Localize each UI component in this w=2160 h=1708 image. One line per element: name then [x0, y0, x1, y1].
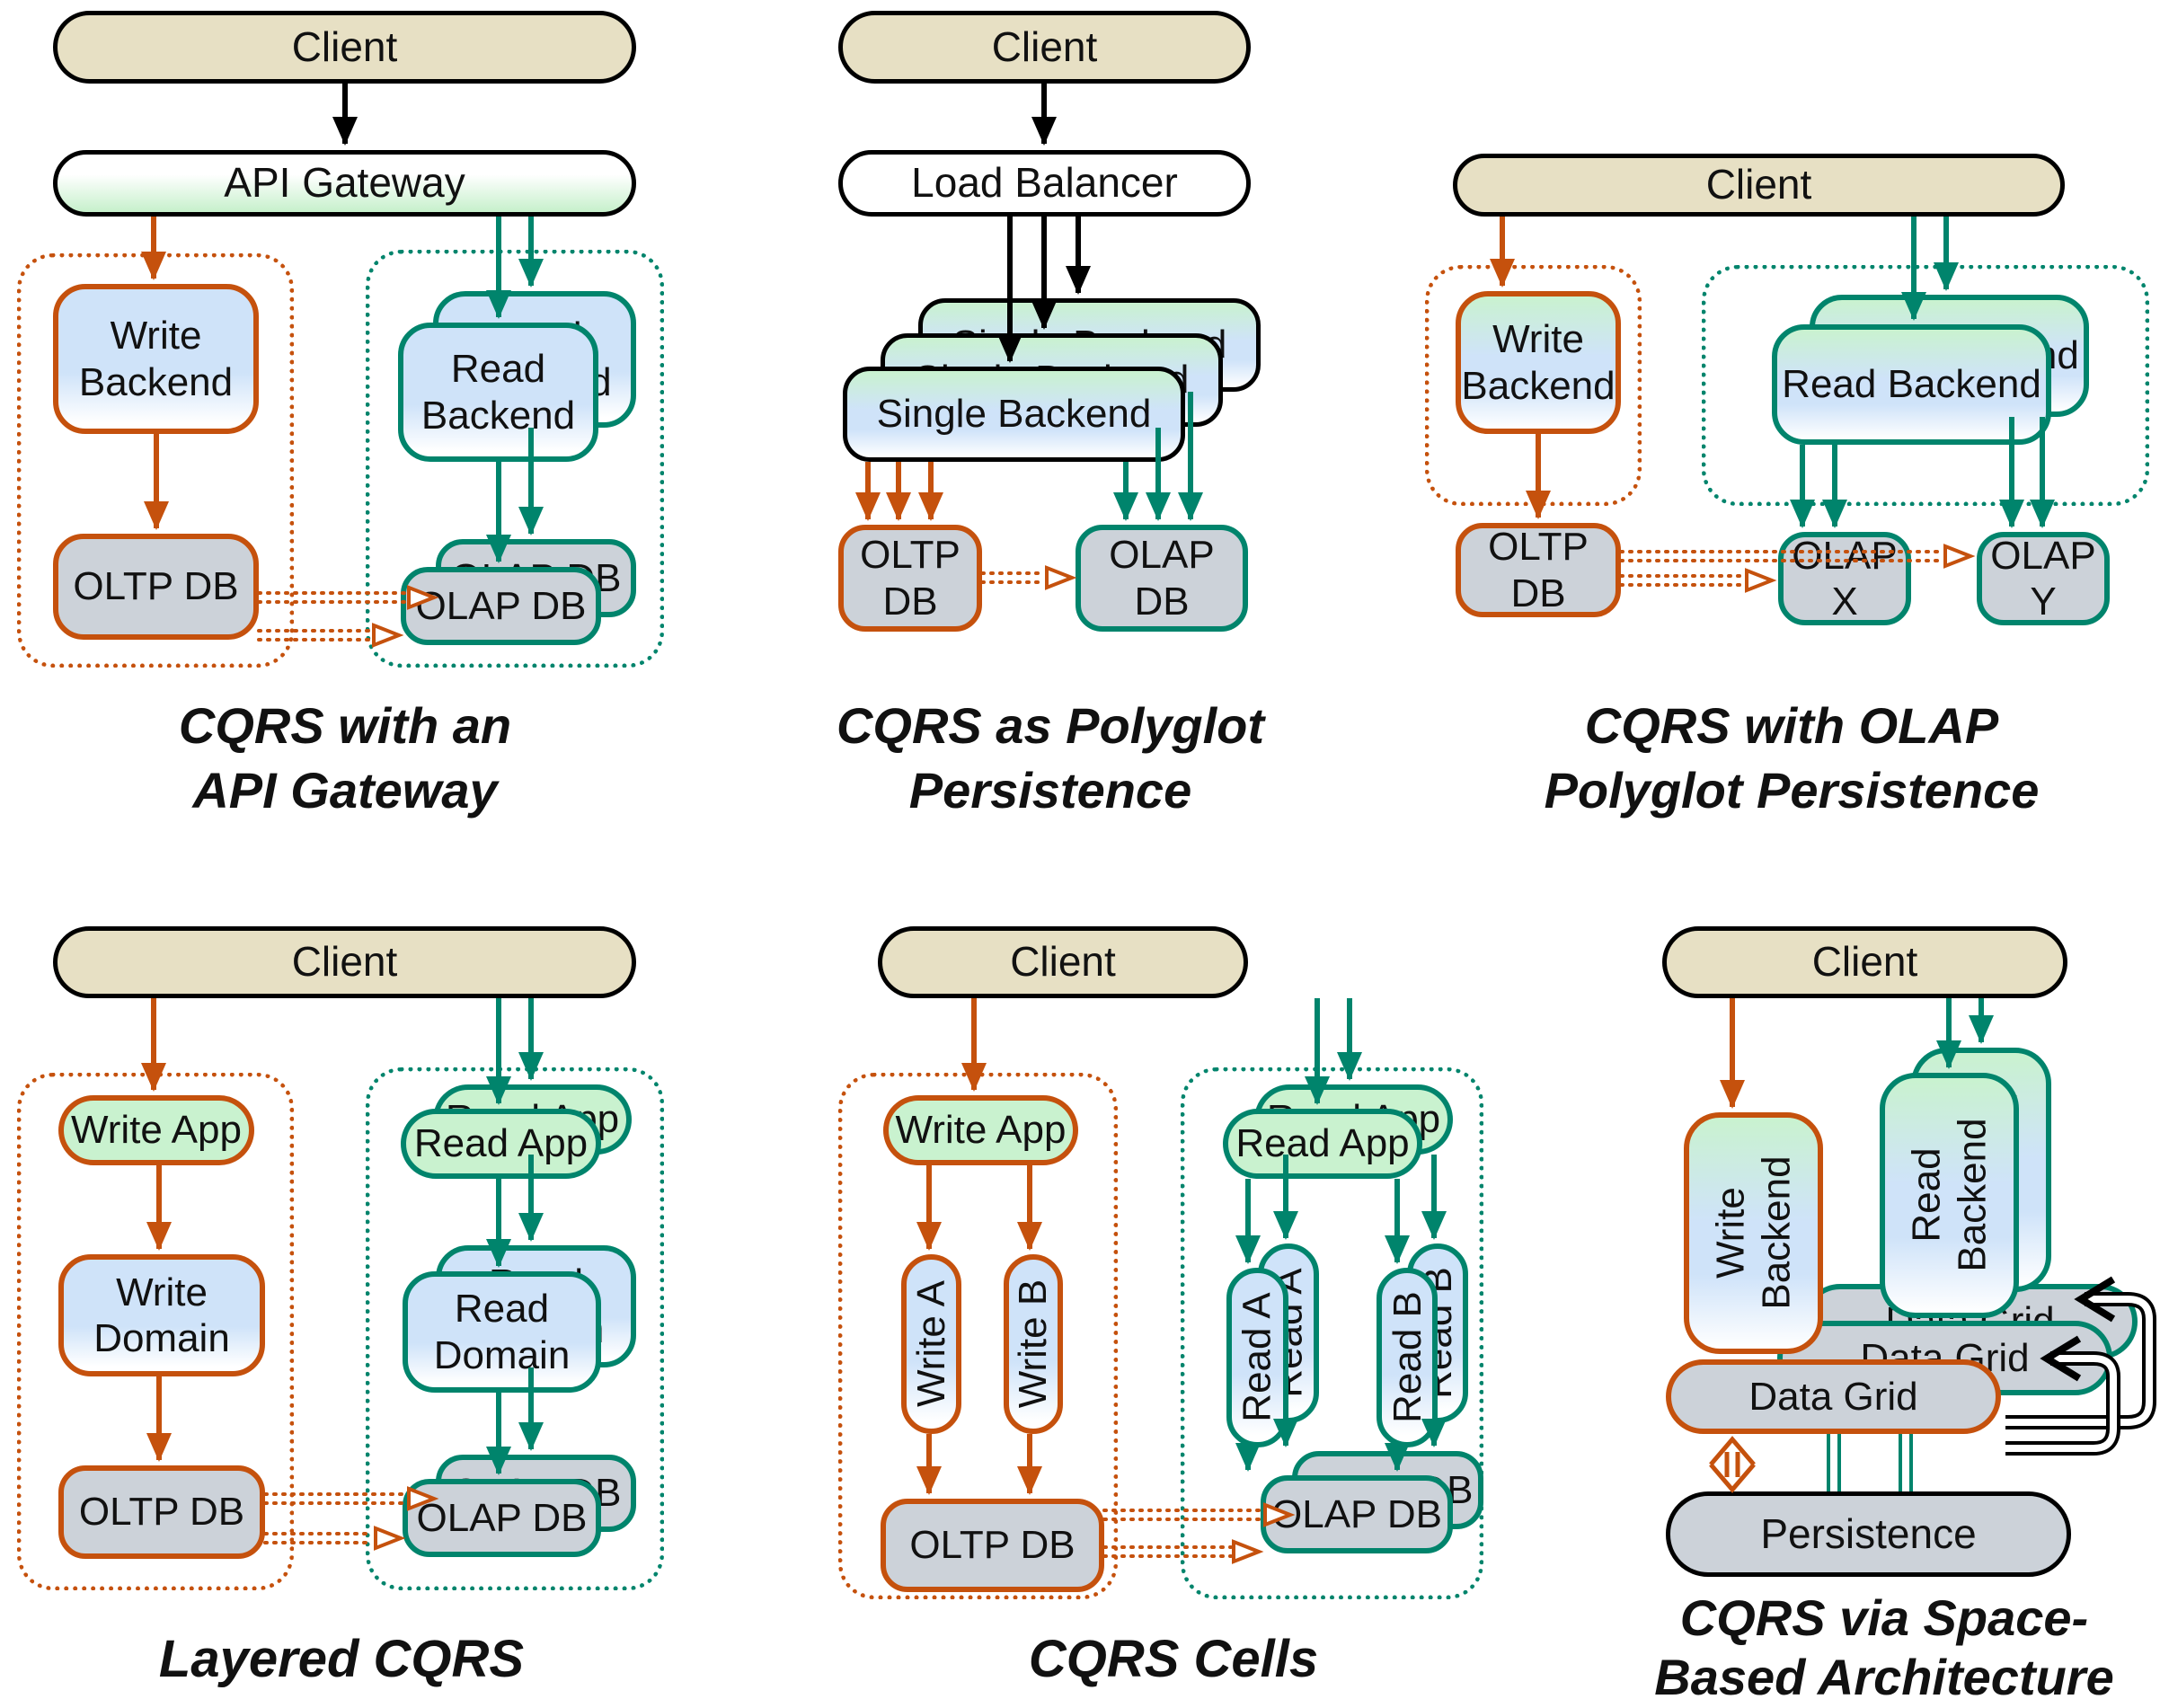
read-a-label: Read A: [1235, 1292, 1279, 1423]
title-line: Based Architecture: [1654, 1649, 2114, 1706]
read-side-boundary: [366, 1067, 664, 1590]
write-domain-node: Write Domain: [58, 1254, 265, 1376]
panel-title: CQRS as Polyglot Persistence: [781, 694, 1320, 822]
write-app-node: Write App: [883, 1095, 1078, 1165]
grid-persistence-read-links: [1827, 1434, 1913, 1491]
write-b-label: Write B: [1011, 1279, 1056, 1409]
title-line: CQRS with OLAP: [1584, 697, 1999, 754]
title-line: CQRS with an: [178, 697, 512, 754]
title-line: CQRS via Space-: [1679, 1589, 2089, 1646]
read-side-boundary: [1181, 1067, 1483, 1599]
read-app-node: Read App: [401, 1109, 601, 1179]
write-a-label: Write A: [908, 1280, 953, 1408]
read-a-node: Read A: [1226, 1268, 1288, 1447]
olap-y-node: OLAP Y: [1977, 532, 2110, 625]
panel-title: CQRS via Space- Based Architecture: [1608, 1589, 2160, 1707]
olap-db-node: OLAP DB: [1076, 525, 1248, 632]
oltp-db-node: OLTP DB: [838, 525, 982, 632]
sync-arrowhead: [1943, 544, 1976, 569]
oltp-db-node: OLTP DB: [881, 1499, 1104, 1592]
client-node: Client: [838, 11, 1251, 84]
title-line: API Gateway: [192, 761, 498, 819]
api-gateway-node: API Gateway: [53, 150, 636, 217]
panel-title: CQRS with an API Gateway: [75, 694, 615, 822]
olap-db-node: OLAP DB: [403, 1479, 601, 1557]
read-backend-node: Read Backend: [398, 323, 598, 462]
client-node: Client: [53, 926, 636, 998]
panel-title: Layered CQRS: [72, 1626, 611, 1693]
oltp-db-node: OLTP DB: [53, 534, 259, 640]
single-backend-node: Single Backend: [843, 367, 1185, 462]
client-node: Client: [878, 926, 1248, 998]
sync-arrowhead: [1045, 565, 1077, 590]
client-node: Client: [53, 11, 636, 84]
grid-persistence-sync-arrow: [1709, 1436, 1756, 1493]
title-line: Layered CQRS: [158, 1630, 525, 1688]
client-node: Client: [1453, 154, 2065, 217]
write-b-node: Write B: [1004, 1254, 1063, 1434]
sync-arrowhead: [1745, 568, 1777, 593]
title-line: CQRS as Polyglot: [836, 697, 1265, 754]
title-line: Persistence: [908, 761, 1192, 819]
client-node: Client: [1662, 926, 2067, 998]
read-backend-node: Read Backend: [1772, 324, 2051, 445]
read-backend-label: Read Backend: [1904, 1118, 1995, 1273]
read-domain-node: Read Domain: [403, 1271, 601, 1393]
olap-x-node: OLAP X: [1778, 532, 1911, 625]
olap-db-node: OLAP DB: [401, 567, 601, 645]
write-app-node: Write App: [58, 1095, 254, 1165]
olap-db-node: OLAP DB: [1261, 1475, 1453, 1553]
read-app-node: Read App: [1223, 1109, 1422, 1179]
read-backend-node: Read Backend: [1880, 1073, 2019, 1318]
write-backend-label: Write Backend: [1708, 1155, 1799, 1311]
oltp-db-node: OLTP DB: [58, 1465, 265, 1559]
read-b-node: Read B: [1377, 1268, 1438, 1447]
data-grid-node: Data Grid: [1666, 1359, 2001, 1434]
panel-title: CQRS Cells: [904, 1626, 1443, 1693]
persistence-node: Persistence: [1666, 1491, 2071, 1577]
oltp-db-node: OLTP DB: [1456, 523, 1621, 617]
read-side-boundary: [1702, 265, 2149, 506]
write-a-node: Write A: [901, 1254, 961, 1434]
title-line: Polyglot Persistence: [1544, 761, 2040, 819]
title-line: CQRS Cells: [1028, 1630, 1319, 1688]
write-backend-node: Write Backend: [1684, 1112, 1823, 1354]
read-b-label: Read B: [1385, 1291, 1430, 1424]
oltp-to-olap-sync-arrow: [980, 571, 1046, 584]
panel-title: CQRS with OLAP Polyglot Persistence: [1522, 694, 2061, 822]
write-backend-node: Write Backend: [1456, 291, 1621, 434]
write-backend-node: Write Backend: [53, 284, 259, 434]
read-side-boundary: [366, 250, 664, 668]
load-balancer-node: Load Balancer: [838, 150, 1251, 217]
